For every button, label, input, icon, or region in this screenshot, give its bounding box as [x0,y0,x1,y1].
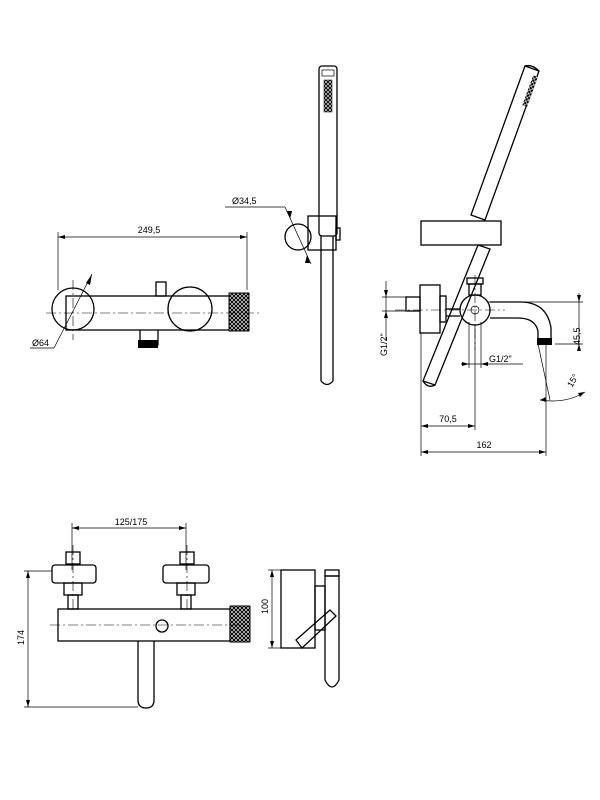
dim-spout-height: 45,5 [572,327,582,345]
dim-width-total: 249,5 [138,225,161,235]
side-view: G1/2" 45,5 G1/2" 15° 70,5 162 [379,64,586,456]
dim-diameter-body: Ø64 [32,338,49,348]
knurled-handle-top [229,605,251,643]
hand-shower-view: Ø34,5 [225,65,341,386]
dim-centers: 125/175 [115,517,148,527]
dim-projection-total: 162 [476,440,491,450]
dim-diameter-holder: Ø34,5 [232,196,257,206]
dim-thread-inlet: G1/2" [379,333,389,356]
dim-wall-plate: 100 [260,599,270,614]
top-view: 125/175 174 [16,517,251,709]
shower-nozzles [323,79,333,113]
knurled-handle [228,292,250,332]
dim-offset-spout: 70,5 [439,414,457,424]
dim-thread-outlet: G1/2" [489,354,512,364]
holder-side-view: 100 [260,569,340,688]
dim-height-total: 174 [16,630,26,645]
side-nozzles [522,75,538,108]
front-view: 249,5 Ø64 [30,225,262,349]
dim-angle: 15° [565,372,581,389]
